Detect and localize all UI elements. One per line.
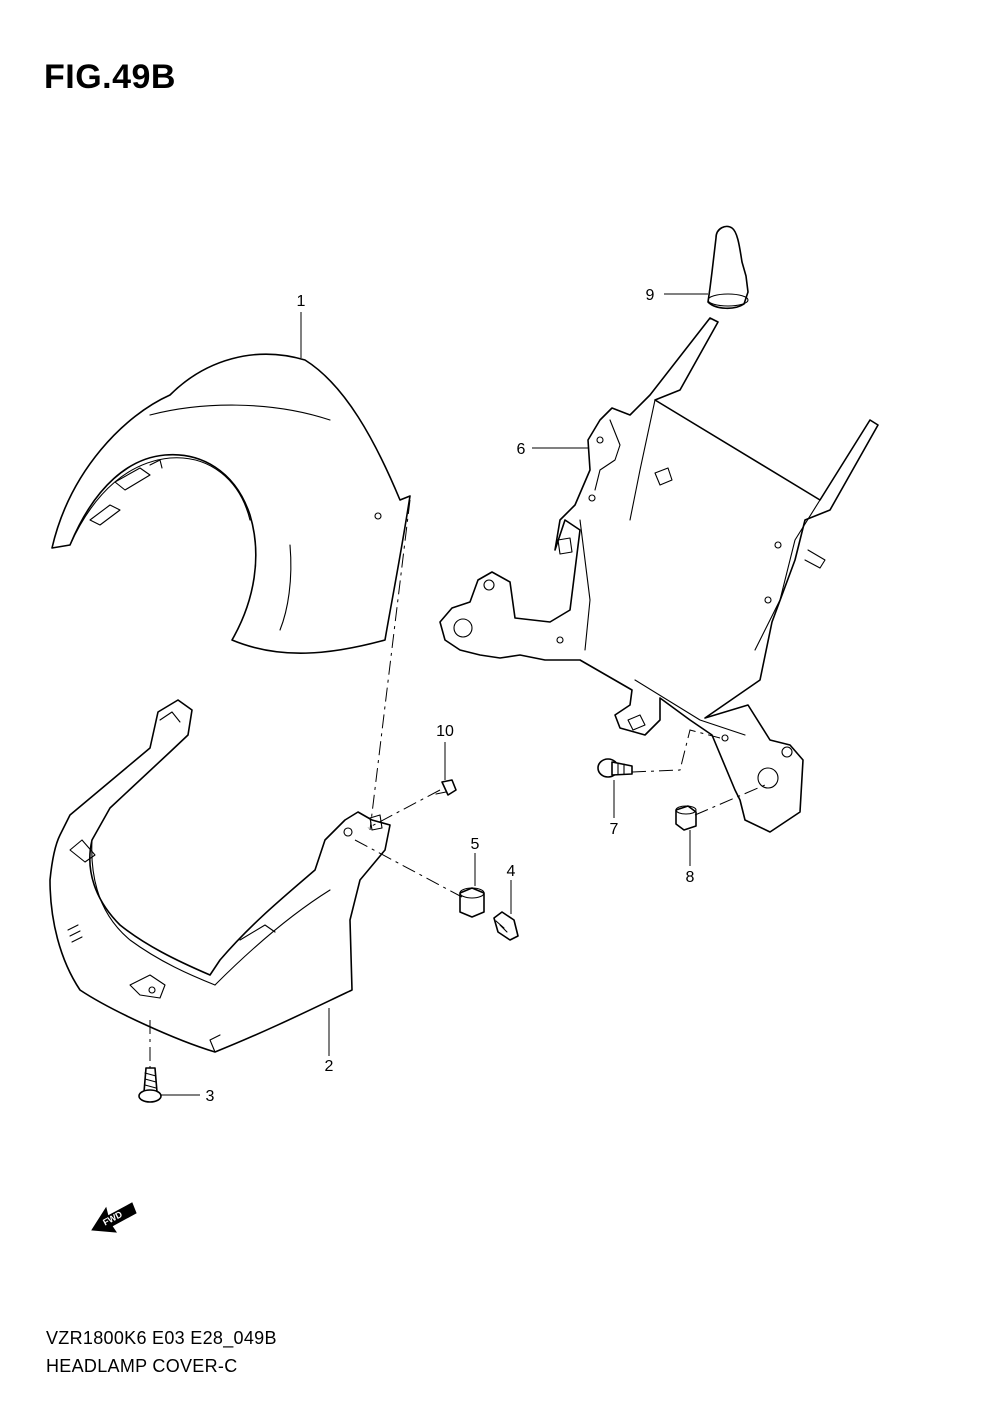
assembly-line-bolt-7 [631,729,721,773]
headlamp-cover-part [51,353,411,654]
screw-part-3 [138,1067,162,1103]
callout-6: 6 [517,441,526,458]
fwd-arrow-icon: FWD [91,1202,137,1233]
assembly-line-collar-8 [694,784,766,816]
model-code: VZR1800K6 E03 E28_049B [46,1328,277,1348]
callout-5: 5 [471,836,480,853]
callout-10: 10 [436,723,454,740]
bolt-part-7 [597,758,633,778]
headlamp-bracket-part [439,317,879,833]
lower-cover-part [49,699,391,1053]
assembly-line-grommet-5 [354,839,463,898]
assembly-line-cover [369,499,411,831]
cushion-cap-part [707,225,749,310]
callout-8: 8 [686,869,695,886]
callout-2: 2 [325,1058,334,1075]
callout-3: 3 [206,1088,215,1105]
callout-7: 7 [610,821,619,838]
bolt-part-4 [493,911,519,941]
callout-4: 4 [507,863,516,880]
grommet-part-5 [459,887,485,918]
assembly-name: HEADLAMP COVER-C [46,1356,238,1376]
callout-9: 9 [646,287,655,304]
screw-part-10 [435,779,457,796]
collar-part-8 [675,805,697,831]
assembly-line-screw-10 [367,789,441,829]
callout-1: 1 [297,293,306,310]
figure-title: FIG.49B [44,58,176,96]
